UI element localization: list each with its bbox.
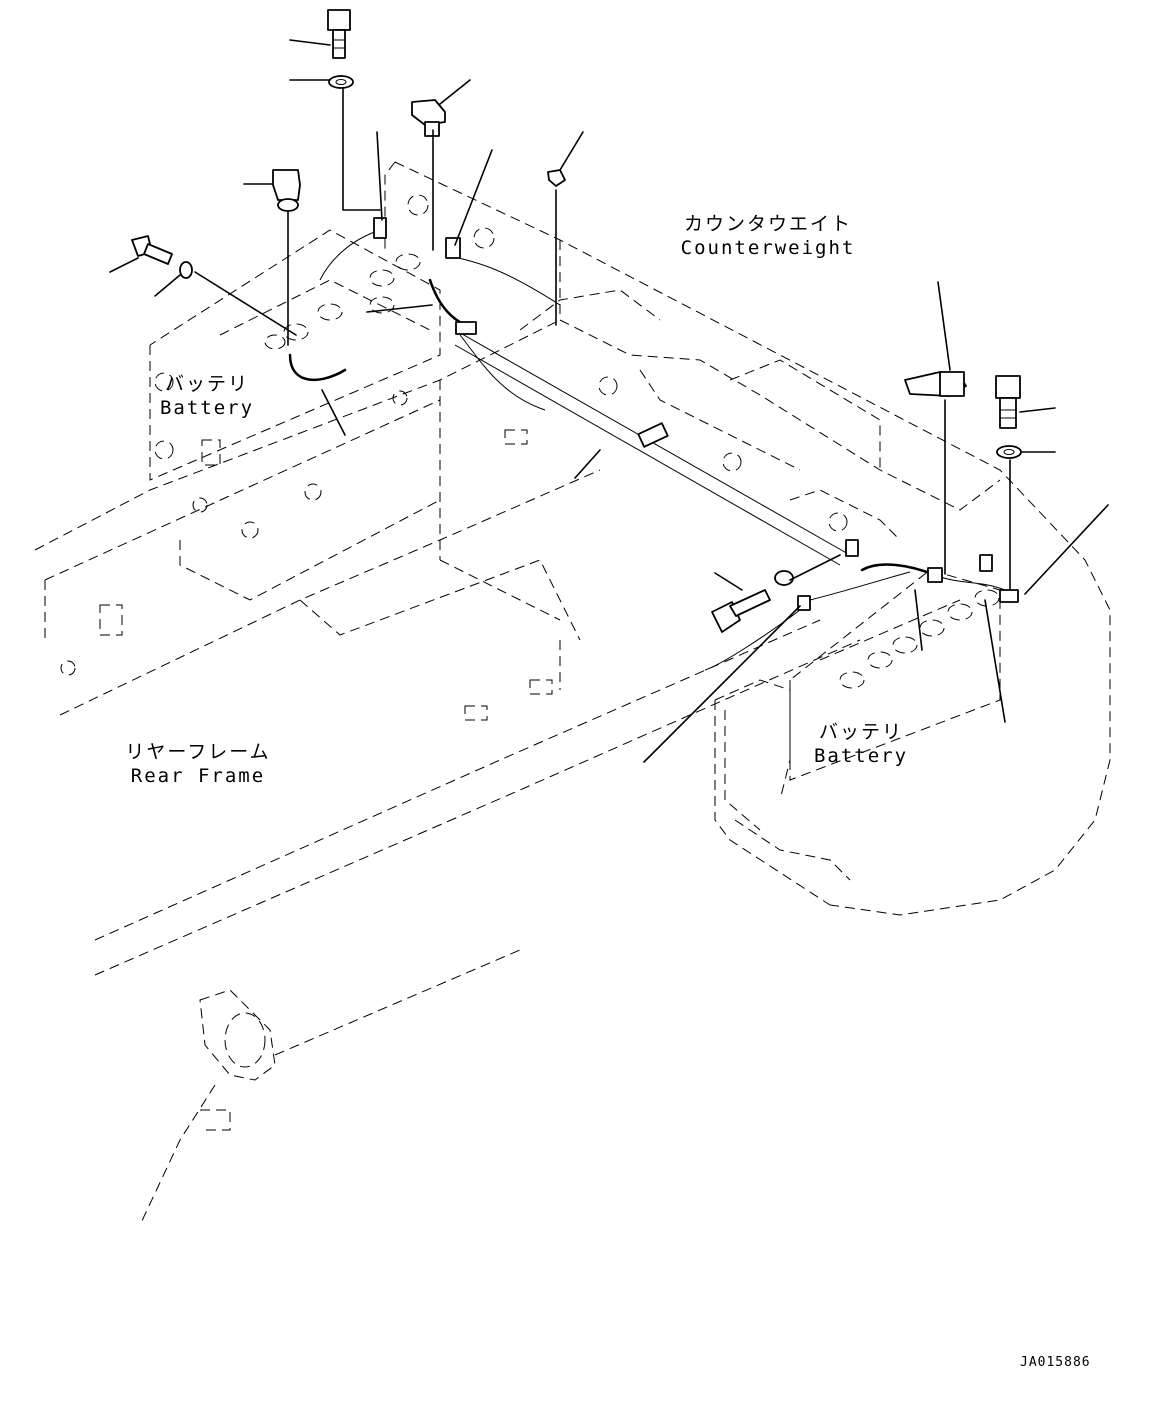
bolt-right [995, 375, 1021, 429]
right-battery-box [789, 569, 1001, 781]
leader-lines [109, 39, 1109, 763]
right-battery-label-jp: バッテリ [818, 721, 903, 743]
drawing-code: JA015886 [1020, 1355, 1091, 1370]
left-battery-label-jp: バッテリ [164, 373, 249, 395]
counterweight-label-jp: カウンタウエイト [683, 213, 852, 235]
small-cap [547, 169, 566, 187]
washer-left [179, 261, 193, 279]
battery-cables [288, 229, 1006, 671]
right-battery-label-en: Battery [813, 745, 909, 767]
pivot-bracket [139, 949, 521, 1226]
counterweight-label-en: Counterweight [680, 237, 856, 259]
left-battery-label-en: Battery [159, 397, 255, 419]
left-battery-box [149, 229, 441, 481]
terminal-cap-2 [272, 169, 301, 212]
terminal-cap-3 [904, 371, 967, 397]
rear-frame-label: リヤーフレーム Rear Frame [118, 740, 278, 788]
terminal-cap-1 [411, 99, 446, 137]
rear-frame-label-jp: リヤーフレーム [125, 741, 271, 763]
bolt-left [131, 235, 173, 265]
counterweight-label: カウンタウエイト Counterweight [668, 212, 868, 260]
washer-top-left [328, 75, 354, 89]
rear-frame-outline [34, 319, 861, 976]
washer-right [996, 445, 1022, 459]
left-battery-label: バッテリ Battery [152, 372, 262, 420]
bolt-top-left [327, 9, 351, 59]
bolt-center [711, 589, 771, 633]
terminal-right [797, 567, 1019, 611]
clamps [373, 217, 993, 572]
counterweight-outline [154, 161, 1111, 916]
right-battery-label: バッテリ Battery [806, 720, 916, 768]
washer-center [774, 570, 794, 586]
rear-frame-label-en: Rear Frame [130, 765, 266, 787]
